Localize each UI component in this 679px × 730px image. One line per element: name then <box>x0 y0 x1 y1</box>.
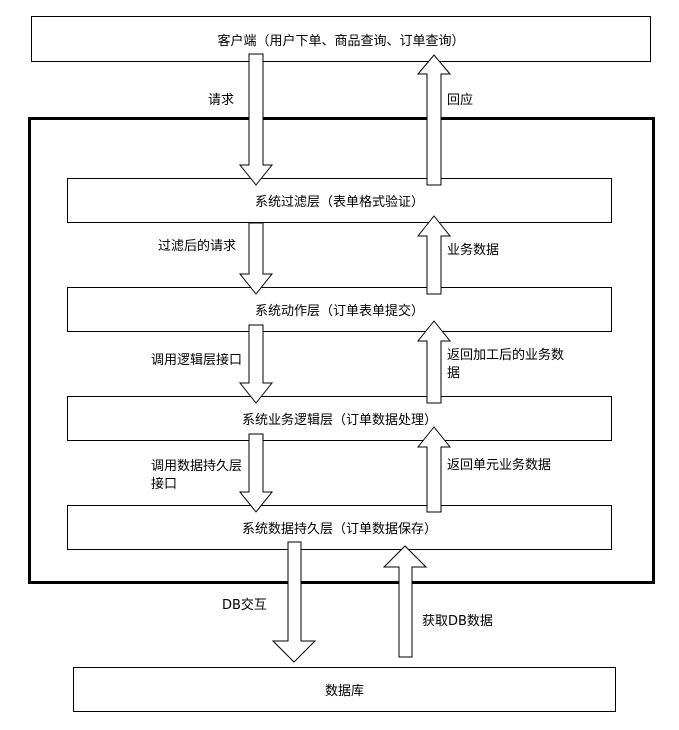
return-unit-arrow-up <box>416 426 452 513</box>
return-processed-label: 返回加工后的业务数据 <box>447 348 565 381</box>
filter-layer-box: 系统过滤层（表单格式验证） <box>67 178 612 223</box>
call-persist-label: 调用数据持久层接口 <box>151 459 243 492</box>
request-label: 请求 <box>208 93 235 108</box>
return-unit-label: 返回单元业务数据 <box>447 458 552 473</box>
response-arrow-up <box>416 54 452 186</box>
db-interact-label: DB交互 <box>222 598 267 613</box>
get-db-data-arrow-up <box>382 545 428 658</box>
business-logic-layer-box: 系统业务逻辑层（订单数据处理） <box>67 396 612 441</box>
client-box: 客户端（用户下单、商品查询、订单查询） <box>31 16 651 62</box>
request-arrow-down <box>238 53 274 186</box>
filtered-request-label: 过滤后的请求 <box>158 239 237 254</box>
business-logic-layer-label: 系统业务逻辑层（订单数据处理） <box>241 413 437 428</box>
db-interact-arrow-down <box>271 541 317 663</box>
action-layer-label: 系统动作层（订单表单提交） <box>254 304 424 319</box>
response-label: 回应 <box>447 93 474 108</box>
call-logic-arrow-down <box>238 324 274 404</box>
business-data-label: 业务数据 <box>447 243 500 258</box>
database-box: 数据库 <box>73 667 616 712</box>
action-layer-box: 系统动作层（订单表单提交） <box>67 287 612 332</box>
filtered-request-arrow-down <box>238 222 274 295</box>
call-persist-arrow-down <box>238 433 274 513</box>
get-db-data-label: 获取DB数据 <box>422 614 493 629</box>
database-label: 数据库 <box>324 684 364 699</box>
persistence-layer-label: 系统数据持久层（订单数据保存） <box>241 522 437 537</box>
filter-layer-label: 系统过滤层（表单格式验证） <box>254 195 424 210</box>
client-label: 客户端（用户下单、商品查询、订单查询） <box>217 33 465 49</box>
business-data-arrow-up <box>416 215 452 295</box>
system-boundary-frame <box>28 117 655 584</box>
return-processed-arrow-up <box>416 320 452 404</box>
call-logic-label: 调用逻辑层接口 <box>151 353 243 368</box>
persistence-layer-box: 系统数据持久层（订单数据保存） <box>67 505 612 550</box>
